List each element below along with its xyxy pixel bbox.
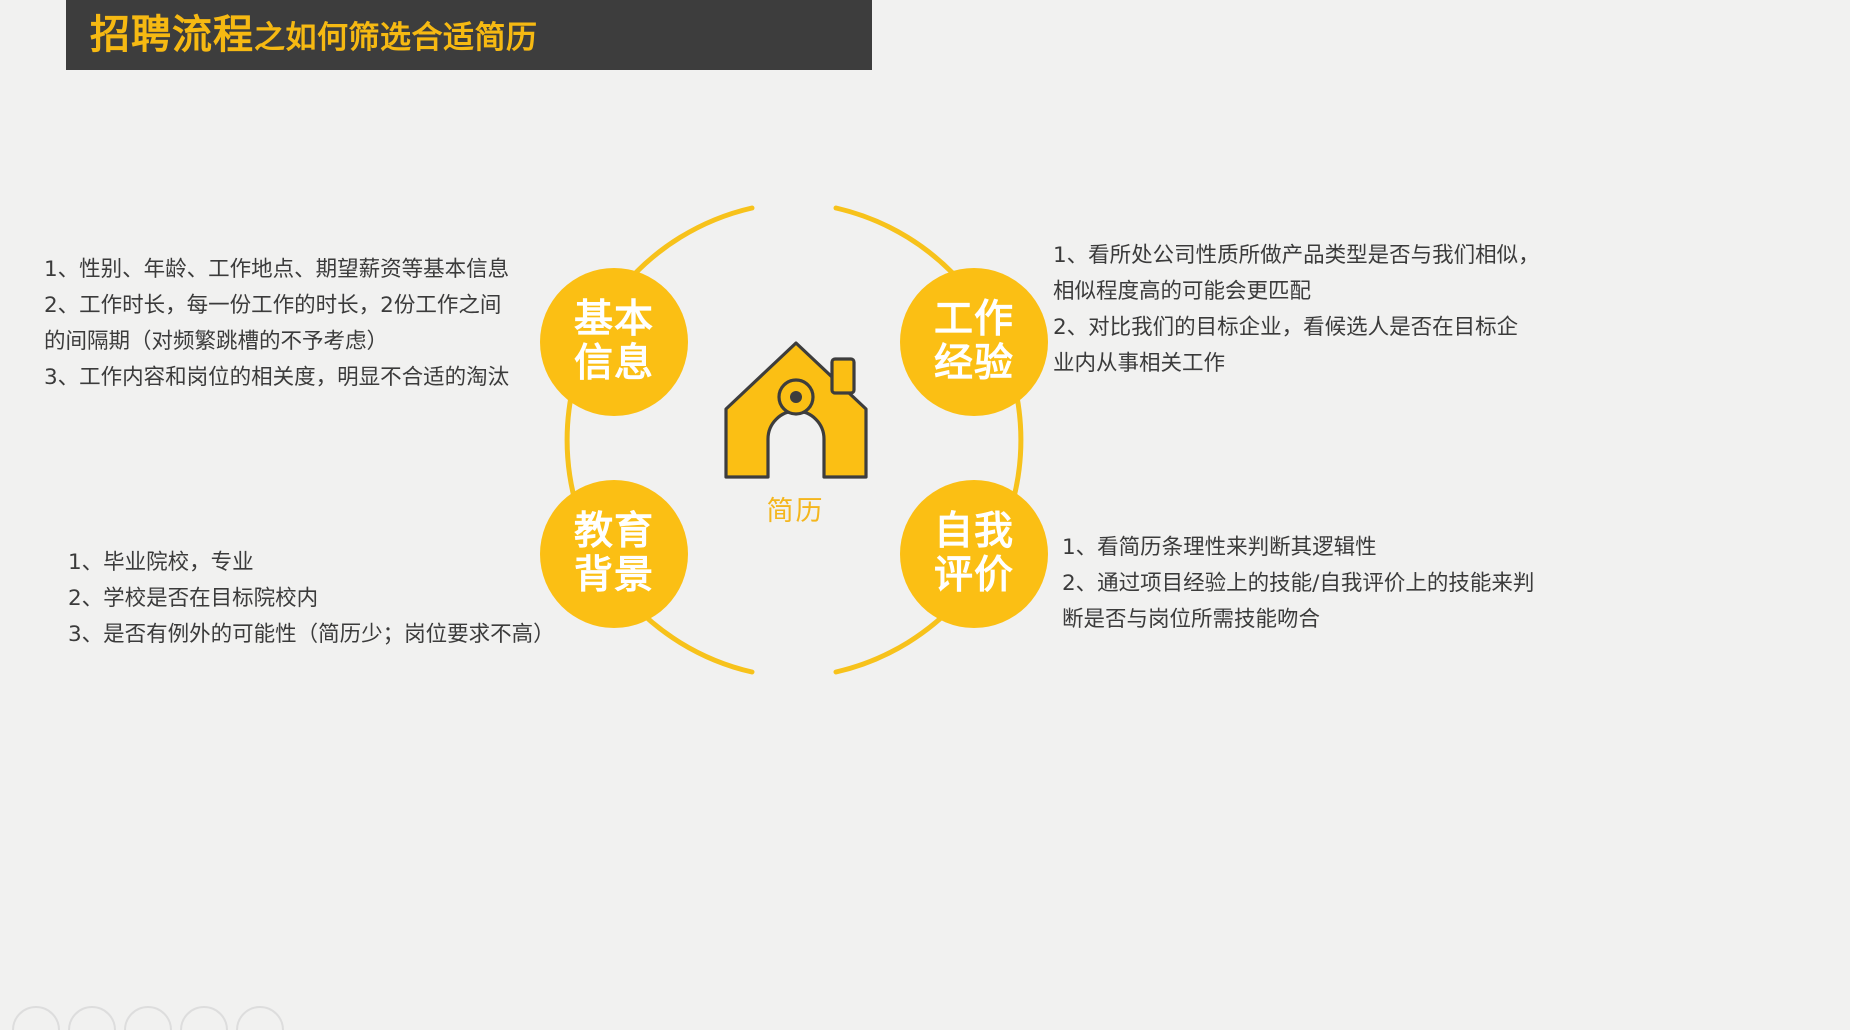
node-self-evaluation[interactable]: 自我 评价 (900, 480, 1048, 628)
text-block-work-experience: 1、看所处公司性质所做产品类型是否与我们相似， 相似程度高的可能会更匹配 2、对… (1053, 243, 1540, 376)
node-basic-info-line1: 基本 (573, 297, 654, 342)
node-work-experience[interactable]: 工作 经验 (900, 268, 1048, 416)
node-self-evaluation-line1: 自我 (933, 509, 1014, 554)
center-caption: 简历 (766, 496, 825, 527)
text-block-self-evaluation: 1、看简历条理性来判断其逻辑性 2、通过项目经验上的技能/自我评价上的技能来判 … (1062, 535, 1535, 632)
node-self-evaluation-line2: 评价 (933, 553, 1014, 598)
resume-screening-diagram: 基本 信息 工作 经验 教育 背景 自我 评价 简历 (540, 190, 1060, 690)
node-basic-info[interactable]: 基本 信息 (540, 268, 688, 416)
page-title-sub: 之如何筛选合适简历 (254, 20, 538, 56)
decorative-circles (12, 1006, 284, 1030)
slide-title-bar: 招聘流程 之如何筛选合适简历 (66, 0, 872, 70)
node-basic-info-line2: 信息 (573, 341, 654, 386)
text-block-education: 1、毕业院校，专业 2、学校是否在目标院校内 3、是否有例外的可能性（简历少；岗… (68, 550, 555, 647)
node-work-experience-line2: 经验 (933, 341, 1014, 386)
node-education-line2: 背景 (573, 553, 654, 598)
node-education-line1: 教育 (573, 509, 654, 554)
text-block-basic-info: 1、性别、年龄、工作地点、期望薪资等基本信息 2、工作时长，每一份工作的时长，2… (44, 257, 510, 390)
ring-arcs (564, 205, 1024, 675)
node-education[interactable]: 教育 背景 (540, 480, 688, 628)
page-title-main: 招聘流程 (90, 12, 254, 58)
center-hub: 简历 (708, 335, 883, 535)
house-icon (723, 341, 868, 479)
node-work-experience-line1: 工作 (933, 297, 1014, 342)
